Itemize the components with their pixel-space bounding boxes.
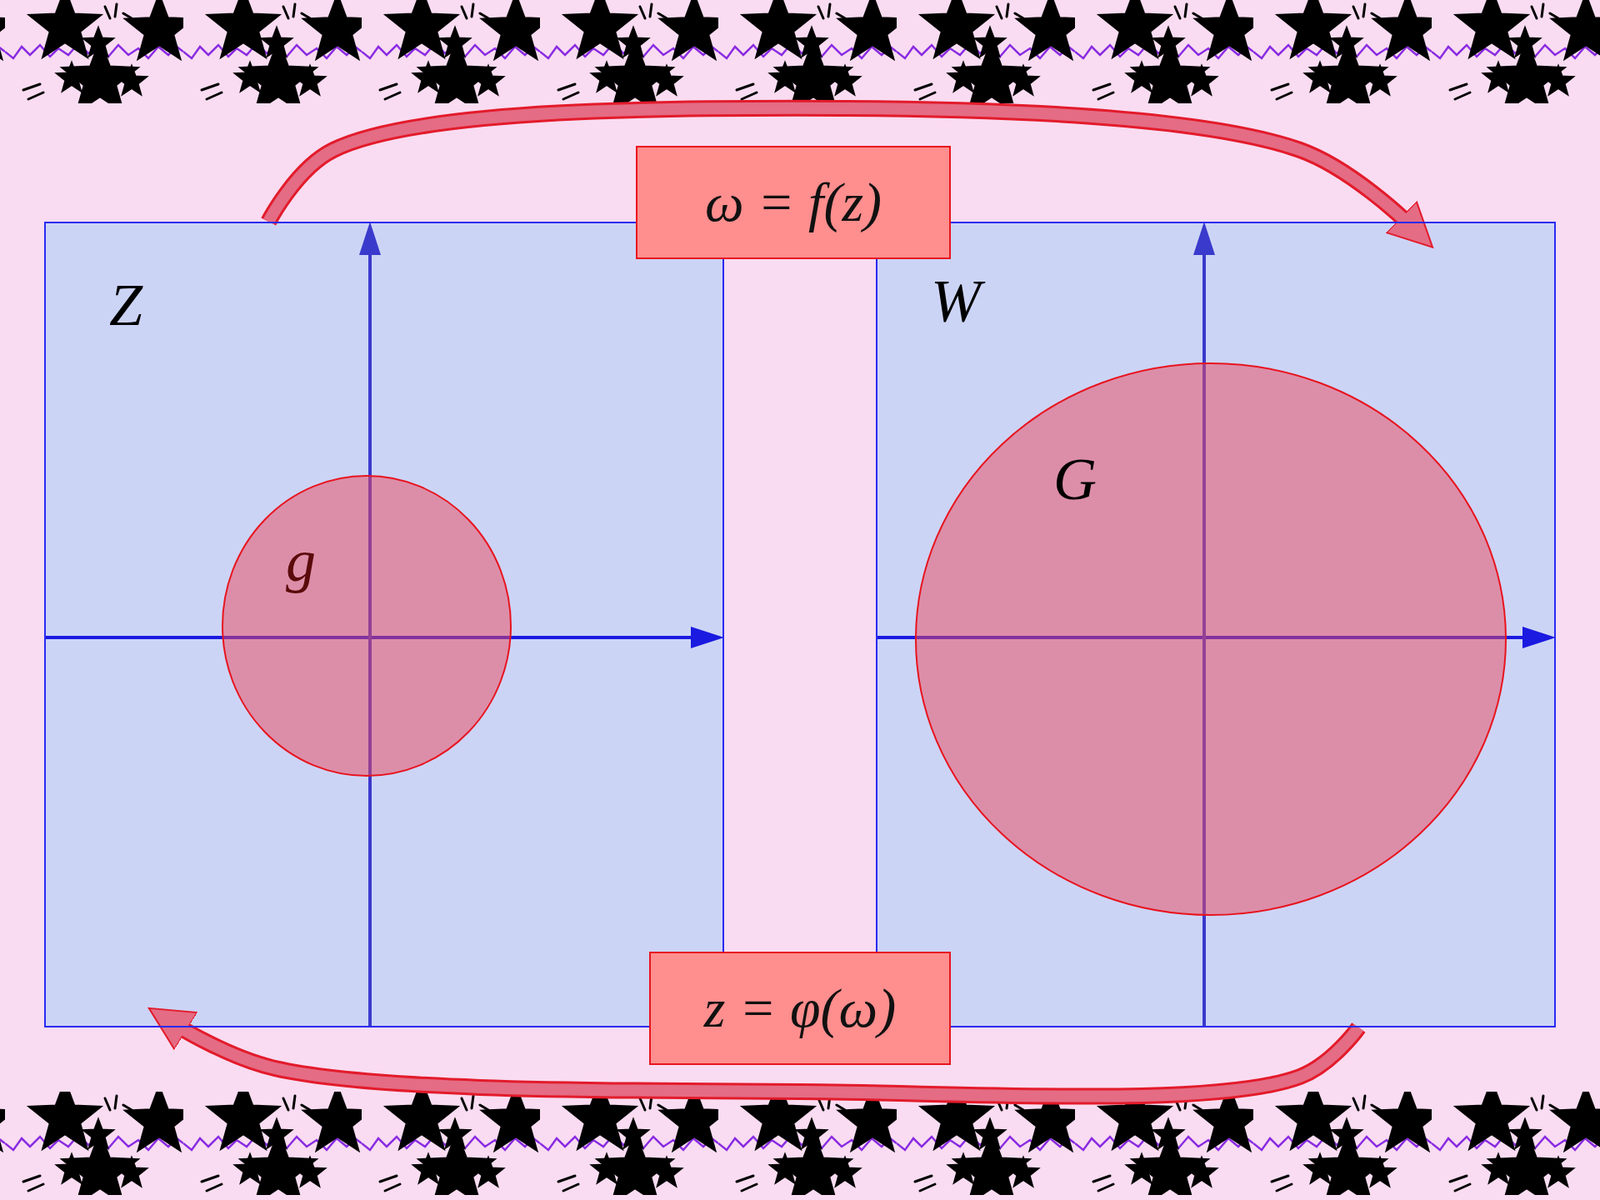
region-ellipse — [915, 363, 1506, 915]
mapping-formula: ω = f(z) — [705, 172, 882, 234]
mapping-formula: z = φ(ω) — [704, 978, 896, 1040]
w-plane-panel: GW — [875, 221, 1556, 1028]
region-G: G — [915, 362, 1507, 916]
axes — [44, 221, 1556, 1028]
region-label: G — [1053, 449, 1097, 510]
region-outline — [221, 475, 512, 777]
region-label: g — [285, 530, 316, 591]
plane-ground — [875, 221, 1556, 1028]
plane-ground — [44, 221, 725, 1028]
star-border — [0, 1091, 1600, 1195]
formula-box: z = φ(ω) — [649, 951, 951, 1065]
region-label: Z — [109, 275, 143, 335]
region-g: g — [221, 475, 512, 777]
region-outline — [915, 362, 1507, 916]
star-border — [0, 0, 1600, 104]
z-plane-panel: gZ — [44, 221, 725, 1028]
region-ellipse — [222, 475, 511, 776]
formula-box: ω = f(z) — [635, 145, 951, 260]
region-label: W — [930, 270, 981, 331]
